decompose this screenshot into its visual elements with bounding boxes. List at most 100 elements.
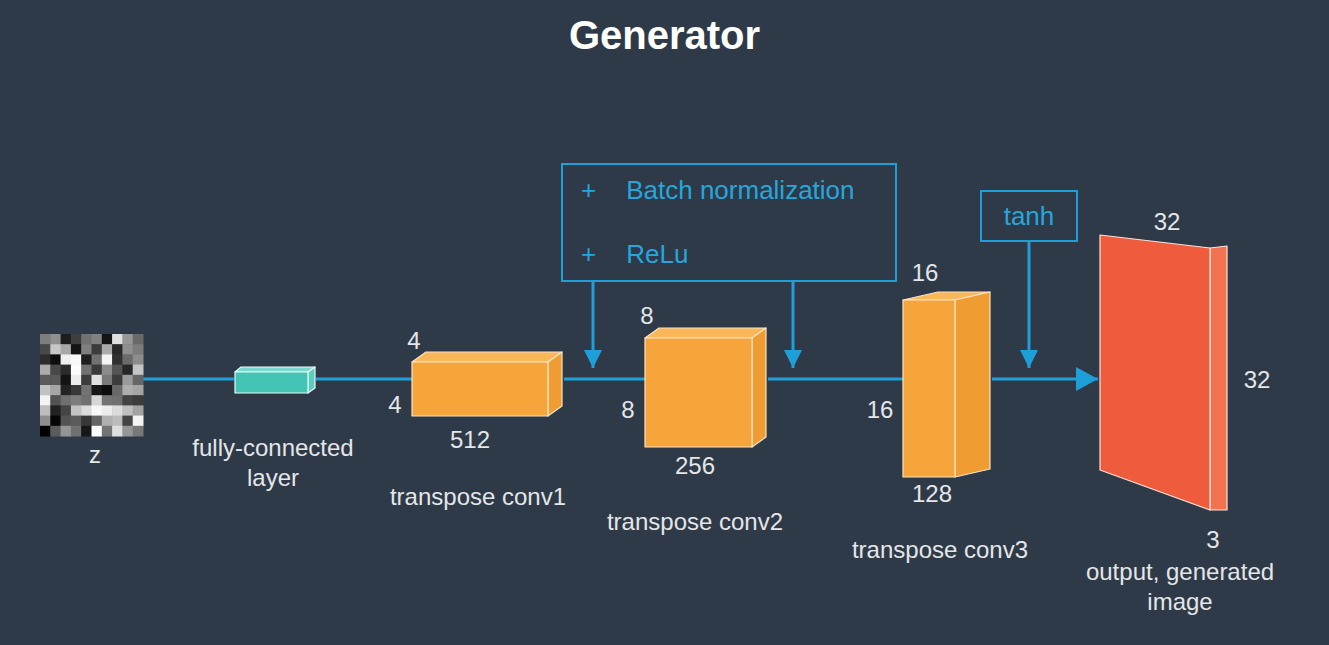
- noise-cell: [61, 334, 72, 345]
- noise-cell: [112, 395, 123, 406]
- noise-cell: [40, 395, 51, 406]
- noise-cell: [40, 344, 51, 355]
- noise-cell: [50, 334, 61, 345]
- noise-cell: [81, 426, 92, 437]
- noise-cell: [133, 416, 144, 427]
- noise-cell: [102, 354, 113, 365]
- noise-cell: [112, 375, 123, 386]
- feature-block: 44512transpose conv1: [412, 350, 564, 417]
- noise-cell: [133, 405, 144, 416]
- flow-connector: [143, 378, 234, 381]
- noise-cell: [81, 416, 92, 427]
- flow-connector: [992, 378, 1098, 381]
- noise-cell: [40, 416, 51, 427]
- noise-cell: [102, 334, 113, 345]
- dimension-label: 8: [640, 301, 653, 331]
- output-image: 32323output, generated image: [1098, 233, 1230, 513]
- noise-cell: [92, 416, 103, 427]
- noise-cell: [71, 405, 82, 416]
- block-shape: [903, 290, 992, 480]
- apply-pointer: [792, 282, 795, 368]
- block-face: [235, 372, 308, 393]
- noise-cell: [40, 354, 51, 365]
- noise-image: z: [40, 334, 143, 436]
- block-face: [752, 328, 766, 447]
- bullet-mark: +: [581, 239, 596, 269]
- noise-cell: [112, 385, 123, 396]
- flow-connector: [564, 378, 645, 381]
- noise-cell: [71, 334, 82, 345]
- noise-cell: [102, 344, 113, 355]
- apply-pointer: [1028, 242, 1031, 368]
- noise-grid: [40, 334, 143, 436]
- noise-cell: [50, 344, 61, 355]
- noise-cell: [71, 354, 82, 365]
- noise-cell: [71, 385, 82, 396]
- noise-cell: [102, 426, 113, 437]
- noise-cell: [92, 344, 103, 355]
- noise-cell: [40, 385, 51, 396]
- noise-cell: [122, 405, 133, 416]
- noise-cell: [92, 395, 103, 406]
- block-face: [645, 328, 766, 338]
- layer-caption: transpose conv1: [390, 482, 566, 512]
- noise-cell: [102, 395, 113, 406]
- noise-cell: [133, 354, 144, 365]
- text-row: + ReLu: [581, 239, 873, 269]
- noise-cell: [122, 365, 133, 376]
- noise-cell: [50, 426, 61, 437]
- block-face: [955, 292, 990, 477]
- block-face: [1210, 246, 1227, 510]
- noise-cell: [40, 426, 51, 437]
- step-label: ReLu: [626, 239, 688, 269]
- activation-box: +Batch normalization + ReLu: [561, 163, 897, 282]
- noise-cell: [81, 375, 92, 386]
- dimension-label: 16: [912, 258, 939, 288]
- dense-layer: fully-connected layer: [234, 366, 316, 394]
- text-row: +Batch normalization: [581, 175, 873, 205]
- noise-cell: [112, 344, 123, 355]
- dimension-label: 4: [407, 326, 420, 356]
- noise-cell: [61, 416, 72, 427]
- noise-cell: [50, 375, 61, 386]
- noise-cell: [50, 395, 61, 406]
- noise-cell: [92, 375, 103, 386]
- noise-cell: [122, 354, 133, 365]
- noise-cell: [61, 405, 72, 416]
- block-shape: [645, 326, 768, 449]
- noise-cell: [133, 426, 144, 437]
- noise-cell: [133, 365, 144, 376]
- noise-cell: [61, 395, 72, 406]
- step-label: tanh: [1004, 201, 1055, 231]
- dimension-label: 32: [1154, 207, 1181, 237]
- noise-cell: [50, 405, 61, 416]
- noise-cell: [122, 334, 133, 345]
- noise-cell: [50, 354, 61, 365]
- noise-cell: [40, 405, 51, 416]
- noise-cell: [112, 426, 123, 437]
- noise-cell: [71, 344, 82, 355]
- block-face: [412, 362, 548, 416]
- noise-cell: [122, 426, 133, 437]
- noise-cell: [61, 344, 72, 355]
- noise-cell: [122, 416, 133, 427]
- apply-pointer: [592, 282, 595, 368]
- block-face: [1100, 235, 1210, 510]
- noise-cell: [102, 375, 113, 386]
- block-face: [645, 338, 752, 447]
- noise-cell: [122, 395, 133, 406]
- noise-cell: [71, 426, 82, 437]
- layer-caption: fully-connected layer: [168, 433, 378, 493]
- layer-caption: output, generated image: [1080, 557, 1280, 617]
- block-shape: [1098, 233, 1230, 513]
- dimension-label: 3: [1206, 525, 1219, 555]
- noise-cell: [102, 365, 113, 376]
- noise-cell: [71, 395, 82, 406]
- noise-cell: [71, 375, 82, 386]
- noise-cell: [40, 365, 51, 376]
- noise-cell: [61, 426, 72, 437]
- dimension-label: 4: [388, 390, 401, 420]
- dimension-label: z: [89, 440, 101, 470]
- dimension-label: 8: [621, 395, 634, 425]
